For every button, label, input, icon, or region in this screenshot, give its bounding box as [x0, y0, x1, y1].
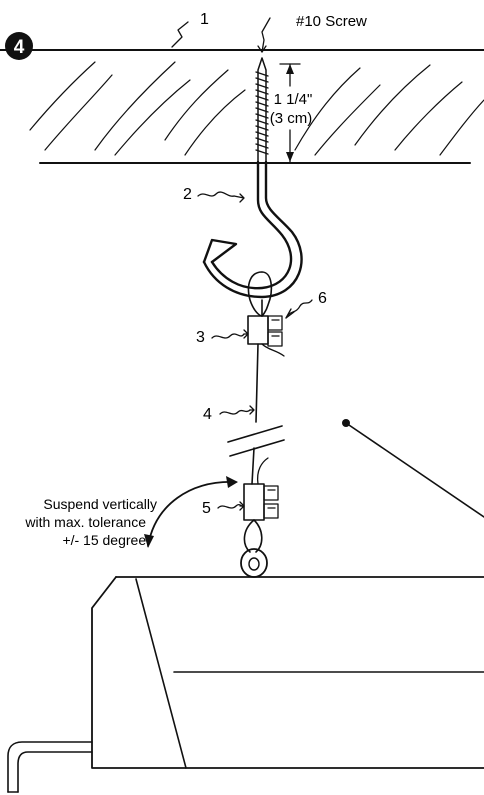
ceiling-joist: [0, 49, 484, 164]
wood-grain: [29, 61, 484, 156]
step-badge: 4: [5, 32, 33, 60]
note-line1: Suspend vertically: [43, 496, 157, 512]
part-label-3: 3: [196, 329, 205, 346]
step-number: 4: [14, 37, 25, 58]
screw-label: #10 Screw: [296, 13, 367, 30]
suspension-cable: 4: [203, 343, 285, 485]
lower-wire-loop: [240, 519, 268, 578]
pointer-line: [342, 419, 484, 518]
dimension-line2: (3 cm): [270, 110, 313, 127]
part-label-2: 2: [183, 186, 192, 203]
part-label-1: 1: [171, 11, 209, 48]
upper-wire-loop: [247, 271, 273, 317]
part-label-5: 5: [202, 500, 211, 517]
part-label-6: 6: [318, 290, 327, 307]
tolerance-arrow: [144, 476, 238, 548]
screw: #10 Screw: [255, 13, 367, 163]
upper-clamp: 6 3: [196, 290, 327, 357]
lower-clamp: 5: [202, 457, 279, 521]
screen-housing: [7, 576, 484, 793]
svg-text:1: 1: [200, 11, 209, 28]
tolerance-note: Suspend vertically with max. tolerance +…: [24, 496, 157, 548]
dimension-marker: 1 1/4" (3 cm): [270, 63, 313, 163]
ceiling-hook: 2: [183, 160, 303, 299]
note-line2: with max. tolerance: [24, 514, 146, 530]
dimension-line1: 1 1/4": [274, 91, 313, 108]
note-line3: +/- 15 degree.: [62, 532, 150, 548]
part-label-4: 4: [203, 406, 212, 423]
